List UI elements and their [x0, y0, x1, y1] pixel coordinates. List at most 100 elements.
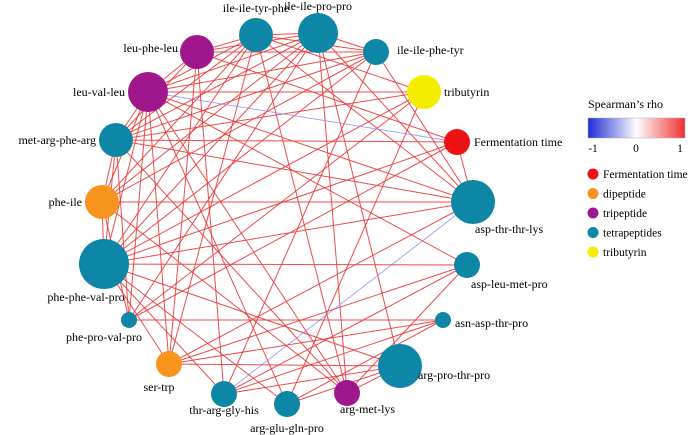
edge-arg-met-lys-phe-ile — [101, 201, 348, 394]
legend-label-tributyrin: tributyrin — [603, 247, 647, 259]
node-asn-asp-thr-pro[interactable] — [435, 312, 451, 328]
node-label-arg-pro-thr-pro: arg-pro-thr-pro — [418, 368, 490, 382]
edge-asp-leu-met-pro-ser-trp — [168, 264, 468, 365]
node-arg-glu-gln-pro[interactable] — [274, 391, 300, 417]
node-arg-met-lys[interactable] — [334, 380, 360, 406]
node-layer — [79, 13, 495, 417]
edge-ile-ile-pro-pro-phe-phe-val-pro — [103, 32, 319, 265]
edge-ser-trp-leu-val-leu — [147, 91, 170, 365]
edge-tributyrin-met-arg-phe-arg — [115, 91, 425, 141]
node-leu-phe-leu[interactable] — [180, 35, 214, 69]
edge-fermentation-time-phe-phe-val-pro — [103, 141, 458, 265]
node-label-met-arg-phe-arg: met-arg-phe-arg — [18, 133, 96, 147]
edge-arg-pro-thr-pro-ser-trp — [168, 363, 401, 367]
edge-ile-ile-phe-tyr-asp-thr-thr-lys — [375, 51, 474, 203]
edge-arg-glu-gln-pro-leu-val-leu — [147, 91, 288, 405]
edge-ile-ile-pro-pro-phe-ile — [101, 32, 319, 203]
colorbar-gradient — [587, 117, 686, 139]
edge-ser-trp-leu-phe-leu — [168, 51, 198, 365]
node-label-arg-met-lys: arg-met-lys — [340, 402, 395, 416]
edge-phe-pro-val-pro-leu-val-leu — [128, 91, 149, 321]
edge-thr-arg-gly-his-phe-phe-val-pro — [103, 263, 225, 395]
edge-fermentation-time-leu-val-leu — [147, 91, 458, 143]
node-label-thr-arg-gly-his: thr-arg-gly-his — [189, 403, 259, 417]
edge-ile-ile-phe-tyr-met-arg-phe-arg — [115, 51, 377, 141]
node-fermentation-time[interactable] — [444, 129, 470, 155]
edge-ile-ile-pro-pro-arg-pro-thr-pro — [317, 32, 401, 367]
legend-swatch-tributyrin — [587, 246, 599, 258]
edge-asp-leu-met-pro-thr-arg-gly-his — [223, 264, 468, 395]
node-label-ile-ile-tyr-phe: ile-ile-tyr-phe — [223, 1, 289, 15]
node-label-asp-thr-thr-lys: asp-thr-thr-lys — [475, 222, 543, 236]
node-ile-ile-pro-pro[interactable] — [298, 13, 338, 53]
node-arg-pro-thr-pro[interactable] — [378, 344, 422, 388]
node-tributyrin[interactable] — [407, 75, 441, 109]
edge-tributyrin-phe-pro-val-pro — [128, 91, 425, 321]
node-ile-ile-tyr-phe[interactable] — [239, 18, 273, 52]
node-asp-thr-thr-lys[interactable] — [451, 180, 495, 224]
legend-label-fermentation: Fermentation time — [603, 169, 688, 181]
node-ile-ile-phe-tyr[interactable] — [363, 39, 389, 65]
node-label-phe-ile: phe-ile — [49, 195, 82, 209]
node-label-ser-trp: ser-trp — [143, 380, 174, 394]
node-ser-trp[interactable] — [156, 351, 182, 377]
legend-swatch-dipeptide — [587, 188, 599, 199]
edge-fermentation-time-leu-phe-leu — [196, 51, 458, 143]
edge-phe-phe-val-pro-leu-val-leu — [103, 91, 149, 265]
node-label-fermentation-time: Fermentation time — [474, 135, 562, 149]
edge-ile-ile-pro-pro-met-arg-phe-arg — [115, 32, 319, 141]
colorbar-tick-mid: 0 — [633, 143, 639, 155]
edge-ile-ile-phe-tyr-phe-ile — [101, 51, 377, 203]
node-thr-arg-gly-his[interactable] — [211, 381, 237, 407]
node-label-leu-phe-leu: leu-phe-leu — [123, 41, 178, 55]
node-label-leu-val-leu: leu-val-leu — [73, 85, 125, 99]
edge-ile-ile-tyr-phe-arg-met-lys — [255, 34, 348, 394]
colorbar-tick-high: 1 — [677, 143, 683, 155]
legend-swatch-tetrapeptides — [587, 227, 599, 238]
edge-asp-thr-thr-lys-thr-arg-gly-his — [223, 201, 474, 395]
edge-asn-asp-thr-pro-arg-glu-gln-pro — [286, 319, 444, 405]
edge-ile-ile-tyr-phe-phe-phe-val-pro — [103, 34, 257, 265]
node-asp-leu-met-pro[interactable] — [454, 252, 480, 278]
group-legend: Fermentation time dipeptide tripeptide tetr… — [587, 168, 688, 259]
node-label-phe-phe-val-pro: phe-phe-val-pro — [47, 290, 124, 304]
edge-phe-pro-val-pro-met-arg-phe-arg — [115, 139, 130, 321]
colorbar-tick-low: -1 — [588, 143, 598, 155]
node-label-ile-ile-pro-pro: ile-ile-pro-pro — [284, 0, 352, 13]
edge-arg-met-lys-leu-val-leu — [147, 91, 348, 394]
legend-label-tripeptide: tripeptide — [603, 208, 647, 220]
colorbar-title: Spearman’s rho — [588, 97, 663, 111]
edge-fermentation-time-phe-pro-val-pro — [128, 141, 458, 321]
node-label-arg-glu-gln-pro: arg-glu-gln-pro — [250, 421, 324, 435]
node-phe-phe-val-pro[interactable] — [79, 239, 129, 289]
edge-ile-ile-pro-pro-asp-thr-thr-lys — [317, 32, 474, 203]
edge-asp-thr-thr-lys-phe-phe-val-pro — [103, 201, 474, 265]
node-label-tributyrin: tributyrin — [444, 85, 489, 99]
legend-swatch-tripeptide — [587, 207, 599, 219]
legend-label-tetrapeptides: tetrapeptides — [603, 228, 662, 240]
colorbar: Spearman’s rho -1 0 1 — [587, 97, 686, 155]
edge-asp-leu-met-pro-phe-phe-val-pro — [103, 263, 468, 266]
node-phe-pro-val-pro[interactable] — [121, 312, 137, 328]
edge-layer — [101, 32, 474, 405]
node-leu-val-leu[interactable] — [128, 72, 168, 112]
edge-arg-glu-gln-pro-phe-phe-val-pro — [103, 263, 288, 405]
legend-label-dipeptide: dipeptide — [603, 189, 646, 201]
edge-ile-ile-tyr-phe-asp-thr-thr-lys — [255, 34, 474, 203]
node-phe-ile[interactable] — [85, 185, 119, 219]
legend-swatch-fermentation — [587, 168, 599, 180]
edge-tributyrin-phe-phe-val-pro — [103, 91, 425, 265]
node-label-asp-leu-met-pro: asp-leu-met-pro — [471, 277, 548, 291]
edge-asn-asp-thr-pro-ser-trp — [168, 319, 444, 365]
node-met-arg-phe-arg[interactable] — [99, 123, 133, 157]
edge-ile-ile-pro-pro-leu-val-leu — [147, 32, 319, 93]
node-label-ile-ile-phe-tyr: ile-ile-phe-tyr — [397, 43, 464, 57]
edge-thr-arg-gly-his-leu-phe-leu — [196, 51, 225, 395]
node-label-asn-asp-thr-pro: asn-asp-thr-pro — [455, 316, 528, 330]
edge-arg-pro-thr-pro-phe-phe-val-pro — [103, 263, 401, 367]
edge-asn-asp-thr-pro-thr-arg-gly-his — [223, 319, 444, 395]
edge-fermentation-time-met-arg-phe-arg — [115, 139, 458, 143]
edge-asp-thr-thr-lys-leu-val-leu — [147, 91, 474, 203]
edge-asp-leu-met-pro-leu-val-leu — [147, 91, 468, 266]
